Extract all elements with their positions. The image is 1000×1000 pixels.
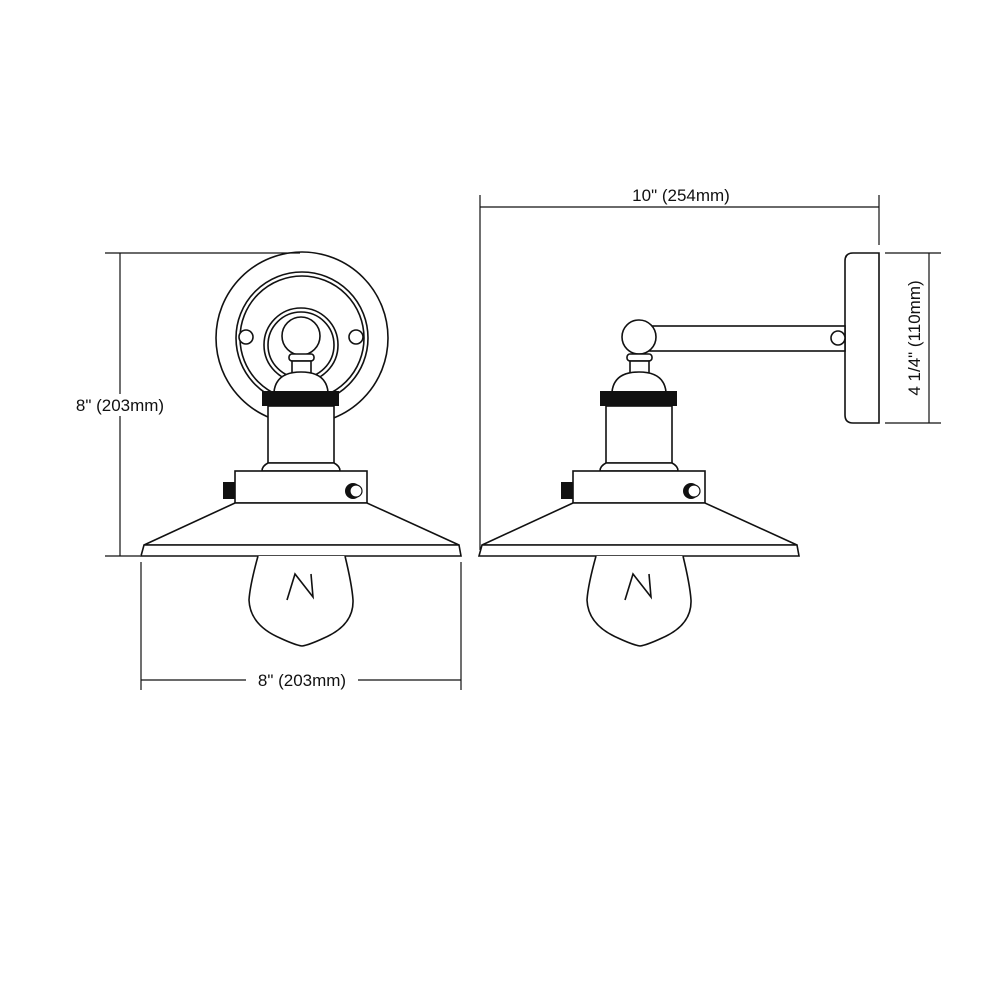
height-dimension: 8" (203mm): [62, 252, 300, 557]
width-dimension: 8" (203mm): [140, 562, 462, 691]
arm: [621, 319, 846, 355]
extension-dimension: 10" (254mm): [479, 186, 880, 550]
front-view: 8" (203mm) 8" (203mm): [62, 251, 462, 691]
front-width-label: 8" (203mm): [258, 671, 346, 690]
lamp-body-front: [140, 353, 462, 647]
lamp-body-side: [478, 353, 800, 647]
wall-plate: [844, 252, 880, 424]
front-height-label: 8" (203mm): [76, 396, 164, 415]
side-extension-label: 10" (254mm): [632, 186, 730, 205]
backplate-height-dimension: 4 1/4" (110mm): [885, 252, 941, 424]
side-view: 10" (254mm) 4 1/4" (110mm): [478, 186, 941, 647]
side-backplate-height-label: 4 1/4" (110mm): [905, 280, 924, 395]
round-backplate: [215, 251, 389, 425]
